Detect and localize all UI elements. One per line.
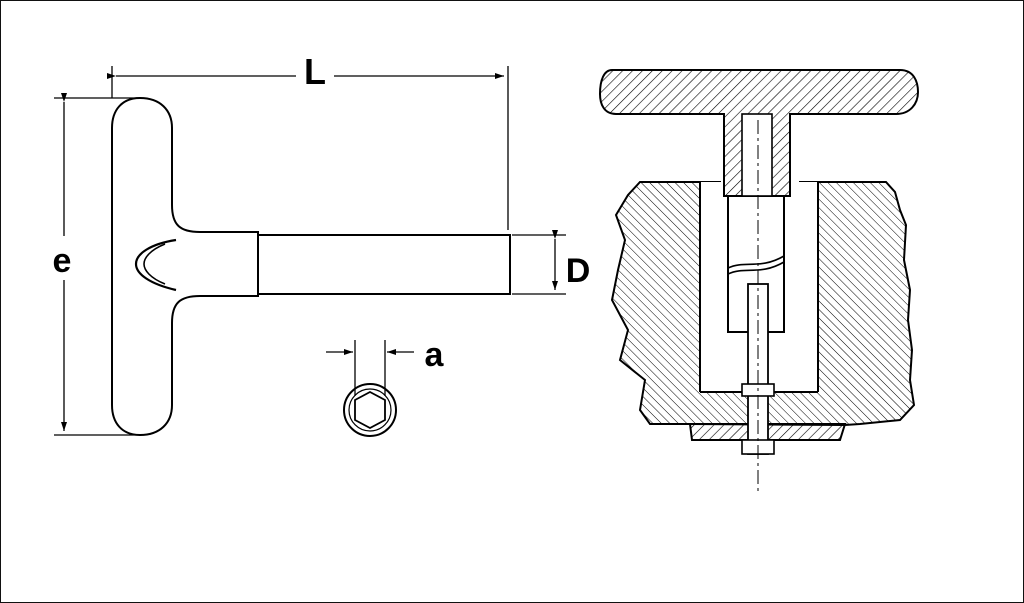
- dimension-label-l: L: [304, 51, 326, 92]
- hex-socket-icon: [343, 383, 397, 437]
- dimension-label-e: e: [53, 242, 72, 280]
- dimension-e: [54, 93, 140, 436]
- dimension-d: [512, 230, 566, 295]
- t-handle-key-icon: [111, 96, 511, 437]
- dimension-l: [107, 66, 509, 230]
- dimension-label-a: a: [425, 336, 445, 374]
- dimension-label-d: D: [566, 252, 591, 290]
- valve-section-icon: [598, 69, 920, 492]
- dimension-a: [326, 340, 414, 396]
